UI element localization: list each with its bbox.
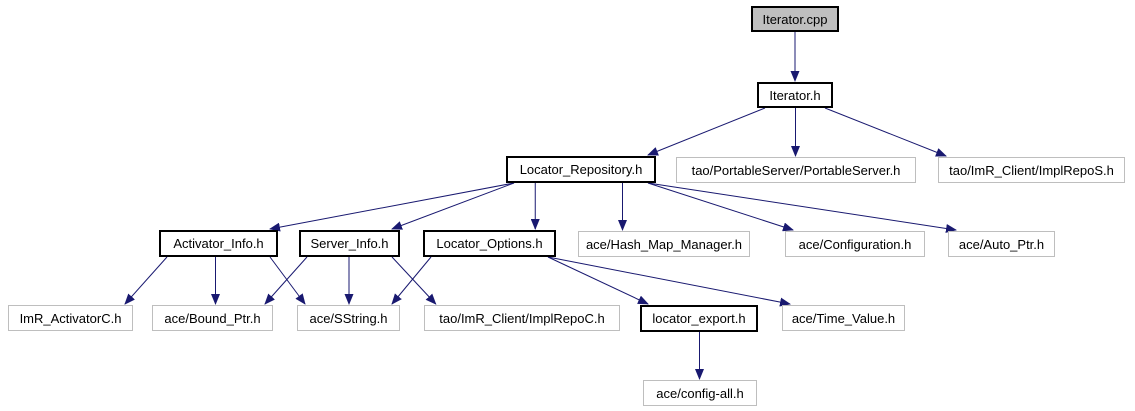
graph-node-hash-map-manager-h[interactable]: ace/Hash_Map_Manager.h (578, 231, 750, 257)
graph-node-iterator-cpp: Iterator.cpp (751, 6, 839, 32)
graph-node-bound-ptr-h[interactable]: ace/Bound_Ptr.h (152, 305, 273, 331)
graph-node-locator-options-h[interactable]: Locator_Options.h (423, 230, 556, 257)
graph-node-activator-info-h[interactable]: Activator_Info.h (159, 230, 278, 257)
edge-server-info-h--bound-ptr-h (264, 256, 308, 305)
graph-node-imr-activatorc-h[interactable]: ImR_ActivatorC.h (8, 305, 133, 331)
graph-node-auto-ptr-h[interactable]: ace/Auto_Ptr.h (948, 231, 1055, 257)
edge-server-info-h--implrepoc-h (391, 256, 437, 305)
graph-node-locator-repository-h[interactable]: Locator_Repository.h (506, 156, 656, 183)
graph-node-portableserver-h[interactable]: tao/PortableServer/PortableServer.h (676, 157, 916, 183)
graph-node-implrepos-h[interactable]: tao/ImR_Client/ImplRepoS.h (938, 157, 1125, 183)
graph-node-sstring-h[interactable]: ace/SString.h (297, 305, 400, 331)
graph-node-iterator-h[interactable]: Iterator.h (757, 82, 833, 108)
edge-locator-repository-h--configuration-h (647, 182, 794, 232)
edge-locator-repository-h--server-info-h (391, 182, 515, 230)
edge-locator-options-h--sstring-h (391, 256, 432, 305)
edge-locator-repository-h--auto-ptr-h (647, 182, 957, 233)
graph-node-server-info-h[interactable]: Server_Info.h (299, 230, 400, 257)
edge-locator-options-h--time-value-h (547, 256, 791, 307)
edge-iterator-h--locator-repository-h (647, 107, 766, 156)
edge-iterator-h--implrepos-h (824, 107, 947, 157)
graph-node-locator-export-h[interactable]: locator_export.h (640, 305, 758, 332)
edge-locator-repository-h--activator-info-h (269, 182, 515, 232)
graph-node-configuration-h[interactable]: ace/Configuration.h (785, 231, 925, 257)
edge-activator-info-h--sstring-h (269, 256, 306, 305)
edge-activator-info-h--imr-activatorc-h (124, 256, 168, 305)
graph-node-time-value-h[interactable]: ace/Time_Value.h (782, 305, 905, 331)
graph-node-implrepoc-h[interactable]: tao/ImR_Client/ImplRepoC.h (424, 305, 620, 331)
graph-node-config-all-h[interactable]: ace/config-all.h (643, 380, 757, 406)
edge-locator-options-h--locator-export-h (547, 256, 649, 305)
